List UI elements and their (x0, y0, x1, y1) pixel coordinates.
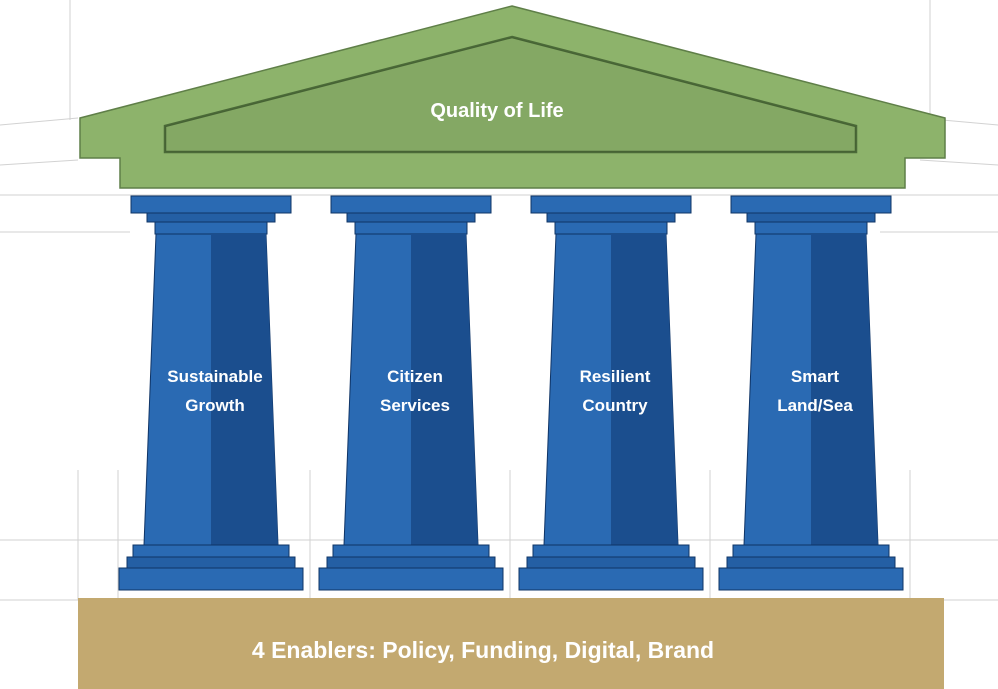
pillar-label-line: Country (582, 396, 648, 415)
foundation: 4 Enablers: Policy, Funding, Digital, Br… (78, 598, 944, 689)
roof-shade (165, 37, 856, 152)
pillar-capital-top (730, 195, 892, 214)
pillar-capital-neck (346, 212, 476, 223)
pillar-capital-neck (546, 212, 676, 223)
pillar-base-upper (132, 544, 290, 558)
pillar-base-mid (326, 556, 496, 569)
pillar-base-plinth (718, 567, 904, 591)
pillar-base-plinth (518, 567, 704, 591)
pillar-base-plinth (118, 567, 304, 591)
pillar-base-upper (532, 544, 690, 558)
pillar-capital-ring (754, 221, 868, 235)
pillar-base-mid (726, 556, 896, 569)
pillar-shaft-shade (811, 234, 878, 545)
pillar-base-plinth (318, 567, 504, 591)
pillar-base-upper (732, 544, 890, 558)
pillar-capital-top (330, 195, 492, 214)
pillar-capital-ring (354, 221, 468, 235)
pillar-label-line: Smart (791, 367, 840, 386)
pillar-label-line: Citizen (387, 367, 443, 386)
roof-title: Quality of Life (430, 100, 563, 122)
pillar-capital-top (530, 195, 692, 214)
pillar-capital-ring (154, 221, 268, 235)
pillar-shaft-shade (411, 234, 478, 545)
pillar-capital-neck (146, 212, 276, 223)
pillar-label-line: Services (380, 396, 450, 415)
roof-inner-panel (163, 35, 858, 154)
pillar-capital-top (130, 195, 292, 214)
pillar-base-mid (526, 556, 696, 569)
pillar-label-line: Land/Sea (777, 396, 853, 415)
pillar-capital-ring (554, 221, 668, 235)
pillar-base-upper (332, 544, 490, 558)
pillar-label-line: Growth (185, 396, 245, 415)
pillar-shaft-shade (211, 234, 278, 545)
roof-pediment: Quality of Life (79, 5, 946, 189)
pillar-capital-neck (746, 212, 876, 223)
pillar-label-line: Sustainable (167, 367, 262, 386)
foundation-block (78, 598, 944, 689)
foundation-label: 4 Enablers: Policy, Funding, Digital, Br… (252, 637, 714, 663)
pillars: SustainableGrowthCitizenServicesResilien… (118, 195, 904, 591)
pillar-base-mid (126, 556, 296, 569)
pillar-label-line: Resilient (580, 367, 651, 386)
pillar-shaft-shade (611, 234, 678, 545)
